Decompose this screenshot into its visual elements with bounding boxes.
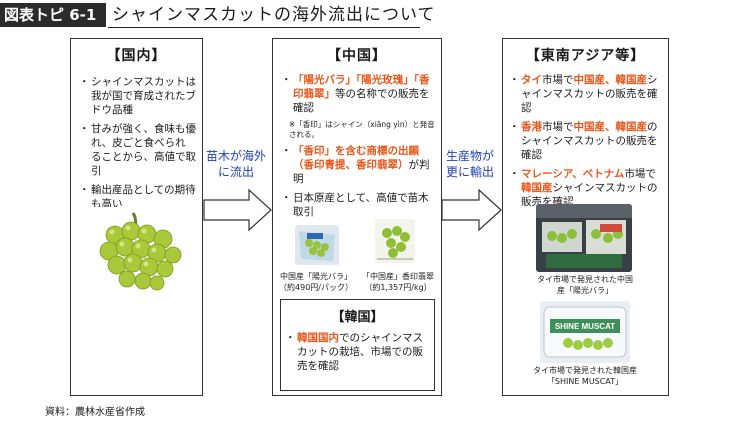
sea-item1-origin: 中国産、韓国産: [573, 74, 648, 86]
china-grape-box-photo: [375, 219, 415, 263]
domestic-list: シャインマスカットは我が国で育成されたブドウ品種 甘みが強く、食味も優れ、皮ごと…: [79, 75, 196, 211]
sea-item1-text1: 市場で: [542, 74, 574, 86]
sea-item3-origin: 韓国産: [521, 182, 553, 194]
korea-box: 【韓国】 韓国国内でのシャインマスカットの栽培、市場での販売を確認: [280, 299, 435, 391]
sea-item3-text1: 市場で: [624, 168, 656, 180]
sea-item3-country: マレーシア、ベトナム: [521, 168, 625, 180]
china-item: 「陽光バラ」「陽光玫瑰」「香印翡翠」等の名称での販売を確認: [281, 73, 435, 115]
china-box: 【中国】 「陽光バラ」「陽光玫瑰」「香印翡翠」等の名称での販売を確認 ※「香印」…: [272, 38, 442, 396]
domestic-heading: 【国内】: [106, 48, 167, 64]
china-item2-text: が判明: [293, 159, 430, 185]
china-list: 「陽光バラ」「陽光玫瑰」「香印翡翠」等の名称での販売を確認: [281, 73, 435, 115]
domestic-item: シャインマスカットは我が国で育成されたブドウ品種: [79, 75, 196, 117]
china-item: 日本原産として、高値で苗木取引: [281, 191, 435, 219]
thai-market-photo: [536, 204, 632, 272]
sea-item2-origin: 中国産、韓国産: [573, 121, 648, 133]
sea-item1-text2: シャインマスカットの販売を確認: [521, 74, 658, 114]
page-title: シャインマスカットの海外流出について: [112, 5, 436, 25]
sea-item2-text1: 市場で: [542, 121, 574, 133]
sea-photo2-caption: タイ市場で発見された韓国産「SHINE MUSCAT」: [533, 366, 637, 386]
china-note: ※「香印」はシャイン（xiāng yìn）と発音される。: [289, 120, 435, 139]
sea-item: タイ市場で中国産、韓国産シャインマスカットの販売を確認: [509, 73, 664, 115]
arrow-label-exports: 生産物が更に輸出: [445, 149, 494, 179]
package-label: SHINE MUSCAT: [555, 322, 615, 331]
sea-item: 香港市場で中国産、韓国産のシャインマスカットの販売を確認: [509, 120, 664, 162]
figure-number: 図表トピ 6-1: [0, 3, 106, 27]
domestic-box: 【国内】 シャインマスカットは我が国で育成されたブドウ品種 甘みが強く、食味も優…: [70, 38, 203, 396]
arrow-label-seedlings: 苗木が海外に流出: [205, 149, 266, 179]
sea-heading: 【東南アジア等】: [525, 48, 646, 64]
shine-muscat-package-photo: SHINE MUSCAT: [540, 301, 630, 363]
domestic-item: 甘みが強く、食味も優れ、皮ごと食べられることから、高値で取引: [79, 122, 196, 178]
china-list-2: 「香印」を含む商標の出願（香印青提、香印翡翠）が判明 日本原産として、高値で苗木…: [281, 144, 435, 219]
source-note: 資料：農林水産省作成: [45, 407, 145, 418]
sea-item1-country: タイ: [521, 74, 542, 86]
grape-photo: [85, 207, 191, 297]
china-item1-text: 等の名称での販売を確認: [293, 88, 430, 114]
china-item2-highlight: 「香印」を含む商標の出願（香印青提、香印翡翠）: [293, 145, 419, 171]
sea-photo1-caption: タイ市場で発見された中国産「陽光バラ」: [537, 275, 633, 295]
right-arrow-icon: [441, 188, 502, 232]
title-underline: [108, 27, 420, 28]
korea-item: 韓国国内でのシャインマスカットの栽培、市場での販売を確認: [285, 331, 430, 373]
china-photo1-caption: 中国産「陽光バラ」（約490円/パック）: [279, 272, 353, 292]
china-item: 「香印」を含む商標の出願（香印青提、香印翡翠）が判明: [281, 144, 435, 186]
china-heading: 【中国】: [327, 48, 387, 64]
sea-item2-country: 香港: [521, 121, 542, 133]
china-photo2-caption: 「中国産」香印翡翠（約1,357円/kg）: [362, 272, 434, 292]
title-bar: 図表トピ 6-1 シャインマスカットの海外流出について: [0, 0, 730, 30]
korea-item1-text: でのシャインマスカットの栽培、市場での販売を確認: [297, 332, 423, 372]
right-arrow-icon: [203, 188, 272, 232]
korea-heading: 【韓国】: [331, 310, 384, 325]
sea-item: マレーシア、ベトナム市場で韓国産シャインマスカットの販売を確認: [509, 167, 664, 209]
sea-item2-text2: のシャインマスカットの販売を確認: [521, 121, 658, 161]
korea-list: 韓国国内でのシャインマスカットの栽培、市場での販売を確認: [285, 331, 430, 373]
china-item1-highlight: 「陽光バラ」「陽光玫瑰」「香印翡翠」: [293, 74, 430, 100]
sea-list: タイ市場で中国産、韓国産シャインマスカットの販売を確認 香港市場で中国産、韓国産…: [509, 73, 664, 209]
korea-item1-highlight: 韓国国内: [297, 332, 339, 344]
china-grape-pack-photo: [295, 225, 339, 265]
sea-box: 【東南アジア等】 タイ市場で中国産、韓国産シャインマスカットの販売を確認 香港市…: [502, 38, 669, 396]
